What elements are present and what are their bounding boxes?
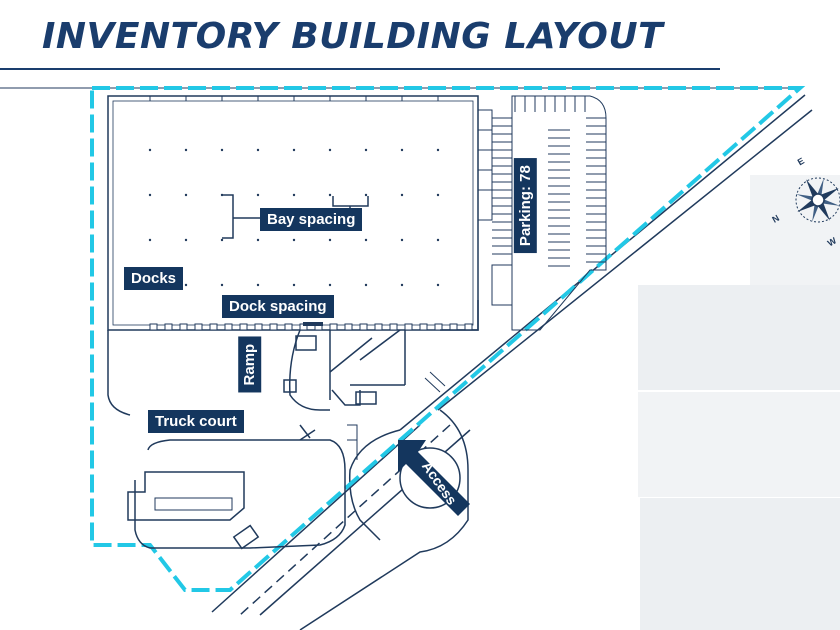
column-marker	[292, 238, 296, 242]
column-marker	[364, 193, 368, 197]
dock-door	[359, 323, 368, 331]
column-marker	[292, 193, 296, 197]
dock-door	[374, 323, 383, 331]
page-title: INVENTORY BUILDING LAYOUT	[42, 16, 664, 57]
column-marker	[184, 238, 188, 242]
dock-door	[419, 323, 428, 331]
column-marker	[436, 283, 440, 287]
docks-label: Docks	[124, 267, 184, 291]
column-marker	[184, 283, 188, 287]
dock-door	[449, 323, 458, 331]
column-marker	[364, 148, 368, 152]
bay-spacing-label: Bay spacing	[260, 208, 363, 232]
dock-door	[464, 323, 473, 331]
title-divider	[0, 68, 720, 70]
column-marker	[220, 238, 224, 242]
parking-label: Parking: 78	[513, 158, 538, 254]
column-marker	[256, 283, 260, 287]
dock-door	[179, 323, 188, 331]
dock-door	[344, 323, 353, 331]
column-marker	[328, 148, 332, 152]
dock-door	[434, 323, 443, 331]
column-marker	[184, 193, 188, 197]
column-marker	[220, 148, 224, 152]
column-marker	[148, 238, 152, 242]
dock-door	[284, 323, 293, 331]
ramp-label: Ramp	[238, 336, 262, 393]
adjacent-lots	[638, 175, 840, 630]
parking-lot	[491, 95, 607, 331]
column-marker	[328, 283, 332, 287]
column-marker	[400, 193, 404, 197]
column-marker	[148, 148, 152, 152]
compass-rose	[795, 177, 840, 223]
column-marker	[436, 193, 440, 197]
column-marker	[364, 238, 368, 242]
property-boundary	[90, 86, 806, 592]
dock-door	[194, 323, 203, 331]
column-marker	[256, 238, 260, 242]
column-marker	[292, 148, 296, 152]
truck-court-label: Truck court	[148, 410, 244, 434]
dock-door	[209, 323, 218, 331]
access-roundabout	[398, 440, 470, 516]
dock-door	[149, 323, 158, 331]
column-marker	[436, 148, 440, 152]
dock-door	[329, 323, 338, 331]
dock-door	[404, 323, 413, 331]
column-marker	[292, 283, 296, 287]
column-marker	[256, 148, 260, 152]
column-marker	[148, 193, 152, 197]
column-marker	[328, 238, 332, 242]
dock-door	[164, 323, 173, 331]
column-marker	[436, 238, 440, 242]
column-marker	[220, 283, 224, 287]
truck-court-area	[107, 300, 479, 550]
dock-door	[224, 323, 233, 331]
access-arrow	[398, 440, 470, 516]
column-marker	[400, 283, 404, 287]
compass-label-e: E	[796, 156, 806, 168]
dock-spacing-label: Dock spacing	[222, 295, 334, 319]
dock-door	[239, 323, 248, 331]
column-marker	[400, 238, 404, 242]
dock-door	[254, 323, 263, 331]
column-marker	[256, 193, 260, 197]
dock-door	[269, 323, 278, 331]
compass-label-n: N	[770, 213, 781, 225]
column-marker	[328, 193, 332, 197]
column-marker	[184, 148, 188, 152]
column-marker	[364, 283, 368, 287]
column-marker	[400, 148, 404, 152]
dock-door	[389, 323, 398, 331]
